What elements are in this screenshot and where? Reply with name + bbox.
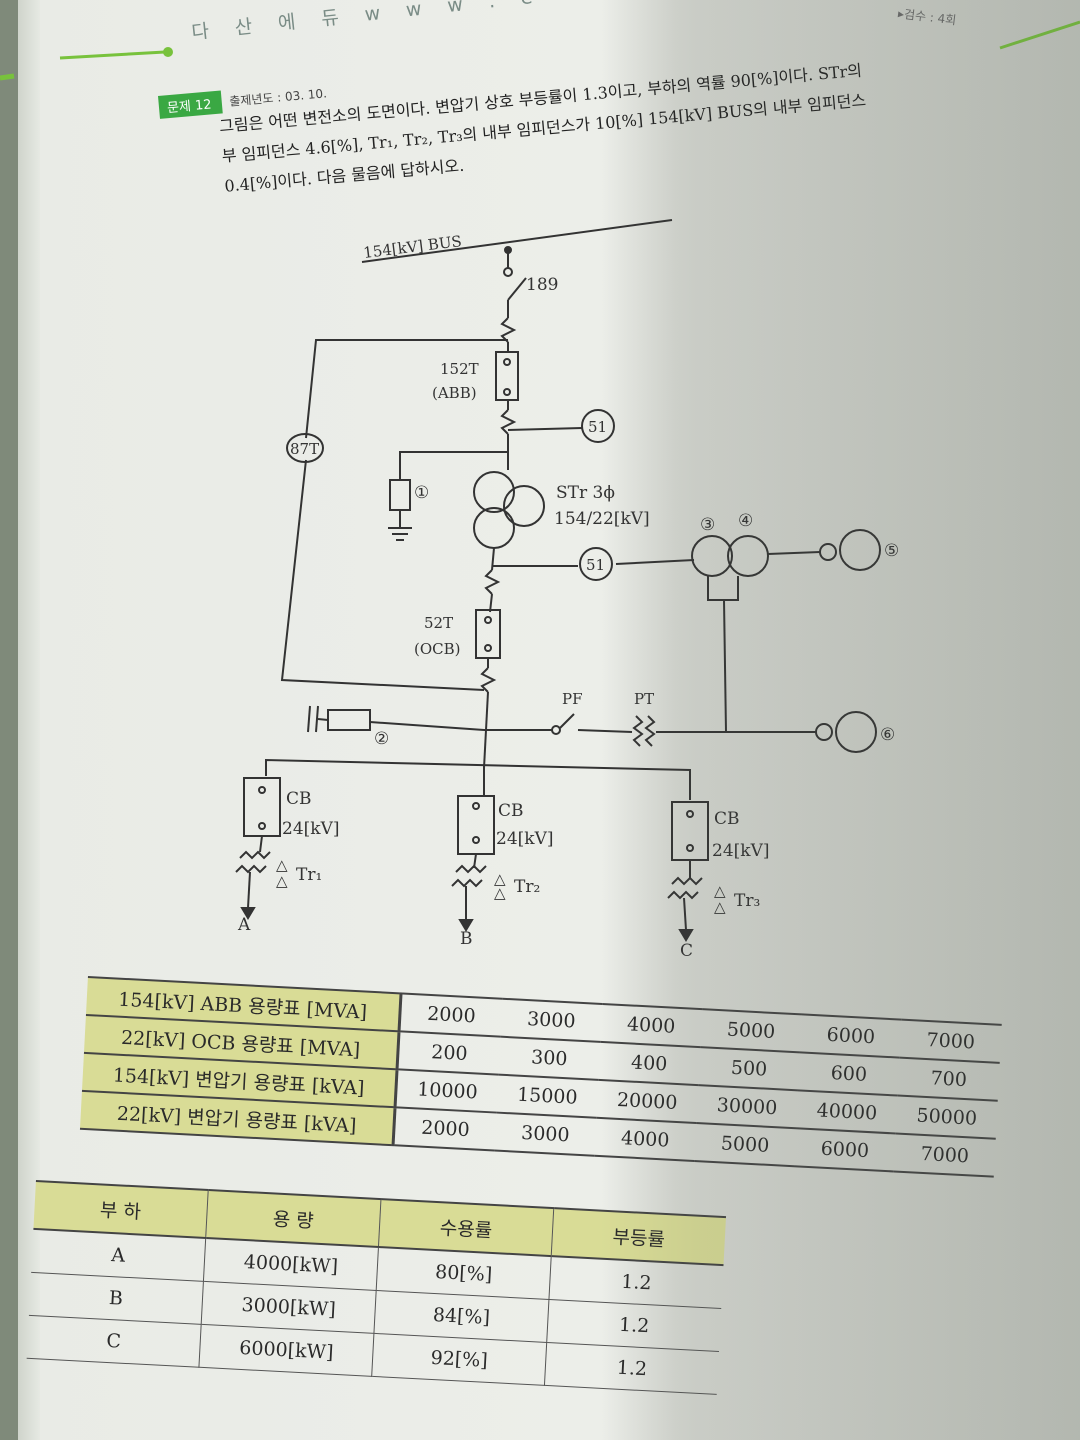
feeder-bus bbox=[265, 758, 691, 800]
pt-label: PT bbox=[634, 690, 654, 708]
table-cell: 5000 bbox=[694, 1123, 797, 1167]
load-b-label: B bbox=[460, 929, 473, 949]
circle-6-label: ⑥ bbox=[880, 725, 895, 745]
circle-2-label: ② bbox=[374, 729, 389, 749]
bus-label: 154[kV] BUS bbox=[362, 232, 462, 262]
tr3-primary bbox=[671, 876, 703, 886]
cb1-label: 152T bbox=[440, 360, 479, 378]
table-cell: 3000 bbox=[500, 998, 603, 1042]
ct-upper bbox=[500, 317, 517, 343]
tr3-label: Tr₃ bbox=[734, 891, 760, 911]
aux-transformer-3 bbox=[691, 535, 733, 577]
table-cell: 20000 bbox=[596, 1079, 699, 1124]
cb2-feeder-label: CB bbox=[498, 801, 524, 821]
str-label: STr 3ϕ bbox=[556, 483, 615, 503]
meter-6 bbox=[835, 711, 877, 753]
table-cell: 4000 bbox=[594, 1117, 697, 1161]
table-cell: 92[%] bbox=[371, 1333, 547, 1386]
load-c-label: C bbox=[680, 941, 693, 961]
table-cell: 300 bbox=[498, 1036, 601, 1080]
circle-1-label: ① bbox=[414, 483, 429, 503]
meter-5-symbol bbox=[819, 543, 837, 561]
aux-transformer-4 bbox=[727, 535, 769, 577]
table-cell: 600 bbox=[797, 1052, 900, 1096]
cb1-feeder-rating: 24[kV] bbox=[282, 819, 339, 839]
tr1-primary bbox=[239, 850, 271, 860]
arrester-1 bbox=[389, 479, 411, 511]
table-cell: 15000 bbox=[496, 1074, 599, 1118]
table-cell: 500 bbox=[698, 1047, 800, 1091]
delta-icon: △ bbox=[276, 856, 288, 874]
feeder-cb-2 bbox=[457, 795, 495, 855]
ct-52t bbox=[480, 667, 497, 693]
ct-mid bbox=[500, 409, 517, 435]
pt-secondary bbox=[644, 715, 656, 747]
str-ratio: 154/22[kV] bbox=[554, 509, 650, 529]
cb2-label: 52T bbox=[424, 614, 453, 632]
circle-3-label: ③ bbox=[700, 515, 715, 535]
table-cell: 40000 bbox=[796, 1090, 898, 1134]
table-cell: 5000 bbox=[700, 1009, 802, 1053]
meter-5 bbox=[839, 529, 881, 571]
relay-51-text: 51 bbox=[588, 418, 607, 436]
delta-icon: △ bbox=[714, 882, 726, 900]
delta-icon: △ bbox=[494, 870, 506, 888]
capacitor-2 bbox=[327, 709, 371, 731]
ct-lower bbox=[484, 569, 501, 595]
table-cell: 6000 bbox=[799, 1014, 902, 1058]
ds-label: 189 bbox=[526, 275, 558, 295]
table-cell: 2000 bbox=[399, 993, 503, 1037]
relay-51-text: 51 bbox=[586, 556, 605, 574]
load-a-label: A bbox=[237, 915, 251, 935]
meter-6-symbol bbox=[815, 723, 833, 741]
bus-line bbox=[361, 219, 673, 263]
table-cell: 30000 bbox=[696, 1085, 798, 1129]
cb2-feeder-rating: 24[kV] bbox=[496, 829, 553, 849]
table-cell: 7000 bbox=[893, 1133, 996, 1177]
pf-fuse bbox=[559, 713, 575, 729]
table-cell: 200 bbox=[397, 1031, 501, 1075]
pt-primary bbox=[632, 715, 644, 747]
table-cell: 6000[kW] bbox=[198, 1324, 374, 1377]
circle-5-label: ⑤ bbox=[884, 541, 899, 561]
str-winding-tertiary bbox=[503, 485, 545, 527]
table-cell: 4000 bbox=[600, 1003, 703, 1048]
table-cell: 10000 bbox=[395, 1069, 499, 1113]
table-cell: 50000 bbox=[895, 1095, 998, 1139]
tr1-label: Tr₁ bbox=[296, 865, 322, 885]
table-cell: 3000 bbox=[494, 1112, 597, 1156]
pf-label: PF bbox=[562, 690, 583, 708]
delta-icon: △ bbox=[276, 872, 288, 890]
relay-87t bbox=[286, 433, 324, 463]
table-cell: 400 bbox=[598, 1041, 701, 1086]
table-cell: 6000 bbox=[794, 1128, 896, 1172]
ds-189-contact bbox=[503, 267, 513, 277]
relay-51-lower bbox=[579, 547, 613, 581]
relay-87t-text: 87T bbox=[290, 440, 319, 458]
load-table: 부 하 용 량 수용률 부등률 A 4000[kW] 80[%] 1.2 B 3… bbox=[26, 1180, 727, 1395]
page-fold bbox=[18, 0, 40, 1440]
tr2-label: Tr₂ bbox=[514, 877, 540, 897]
cb3-feeder-label: CB bbox=[714, 809, 740, 829]
table-cell: 700 bbox=[897, 1057, 1000, 1101]
ds-189-blade bbox=[507, 277, 527, 301]
tr2-primary bbox=[455, 864, 487, 874]
relay-51-upper bbox=[581, 409, 615, 443]
delta-icon: △ bbox=[494, 884, 506, 902]
str-winding-primary bbox=[473, 471, 515, 513]
cb2-sub: (OCB) bbox=[414, 640, 461, 658]
cb1-sub: (ABB) bbox=[432, 384, 477, 402]
delta-icon: △ bbox=[714, 898, 726, 916]
circle-4-label: ④ bbox=[738, 511, 753, 531]
table-cell: 2000 bbox=[393, 1107, 497, 1151]
cb1-feeder-label: CB bbox=[286, 789, 312, 809]
table-cell: 7000 bbox=[899, 1019, 1002, 1063]
table-cell: C bbox=[26, 1315, 202, 1368]
cb3-feeder-rating: 24[kV] bbox=[712, 841, 769, 861]
table-cell: 1.2 bbox=[544, 1342, 719, 1395]
str-winding-secondary bbox=[473, 507, 515, 549]
